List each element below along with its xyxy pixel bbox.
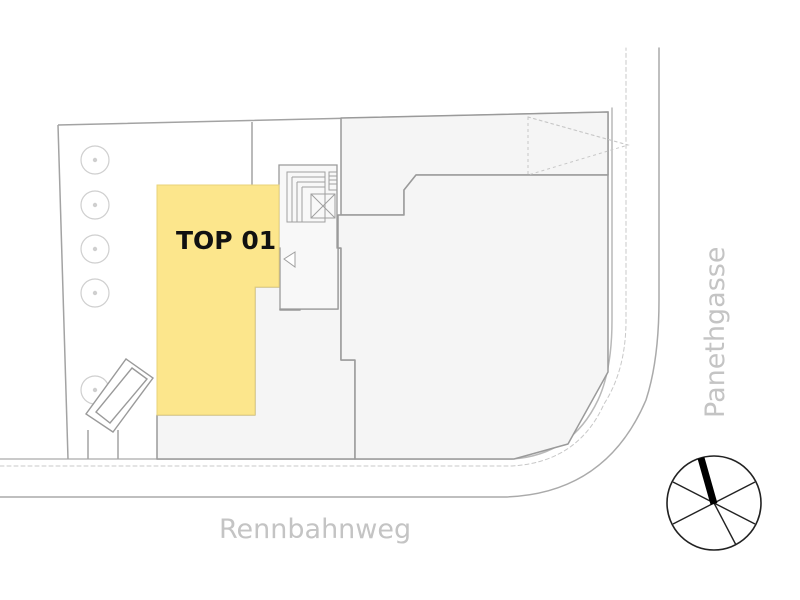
sidewalk-edge-dashed — [0, 47, 627, 467]
street-lines — [0, 47, 660, 498]
elevator-icon — [310, 193, 336, 219]
ramp-structure — [85, 358, 154, 433]
tree-icon — [80, 190, 110, 220]
tree-icon — [80, 278, 110, 308]
unit-label: TOP 01 — [176, 226, 276, 255]
tree-icon — [80, 234, 110, 264]
courtyard-hatch — [527, 116, 630, 176]
unit-top-01-area[interactable] — [156, 184, 280, 416]
buildings — [156, 111, 609, 460]
building-core — [278, 164, 339, 310]
tree-icon — [80, 145, 110, 175]
entrance-arrow — [283, 251, 296, 268]
trees — [80, 145, 110, 405]
sidewalk-edge-inner — [0, 107, 613, 460]
curb-line — [0, 47, 660, 498]
street-label-right: Panethgasse — [700, 247, 731, 418]
building-east — [337, 174, 609, 460]
street-label-bottom: Rennbahnweg — [219, 514, 411, 545]
compass-icon — [666, 455, 762, 551]
compass-north-needle — [697, 457, 718, 505]
staircase-icon — [286, 171, 338, 223]
